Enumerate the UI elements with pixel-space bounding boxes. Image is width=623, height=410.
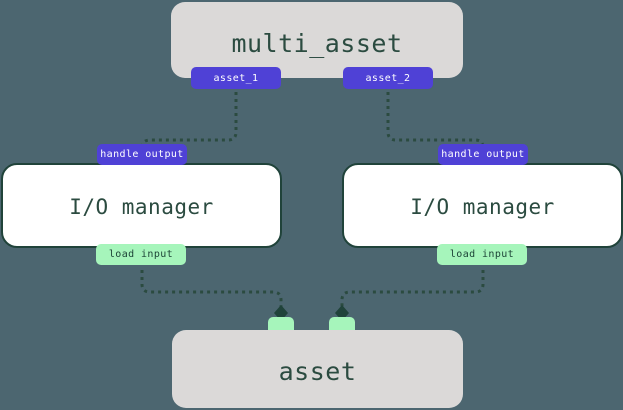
io-manager-left-handle-output-label: handle output xyxy=(100,149,184,160)
output-port-asset-1[interactable]: asset_1 xyxy=(191,67,281,89)
io-manager-right-handle-output-port[interactable]: handle output xyxy=(438,144,528,165)
multi-asset-title: multi_asset xyxy=(231,29,403,58)
io-manager-left-title: I/O manager xyxy=(69,195,214,219)
output-port-asset-2-label: asset_2 xyxy=(365,72,411,84)
output-port-asset-2[interactable]: asset_2 xyxy=(343,67,433,89)
io-manager-right-handle-output-label: handle output xyxy=(441,149,525,160)
io-manager-left-load-input-label: load input xyxy=(108,249,174,260)
io-manager-right-load-input-port[interactable]: load input xyxy=(437,244,527,265)
asset-title: asset xyxy=(278,357,357,386)
asset-group-box[interactable]: asset xyxy=(172,330,463,408)
edge-load-input-left-to-asset-input-1 xyxy=(140,270,283,312)
io-manager-left-handle-output-port[interactable]: handle output xyxy=(97,144,187,165)
io-manager-right-load-input-label: load input xyxy=(449,249,515,260)
io-manager-left-load-input-port[interactable]: load input xyxy=(96,244,186,265)
output-port-asset-1-label: asset_1 xyxy=(213,72,259,84)
multi-asset-group-box[interactable]: multi_asset xyxy=(171,2,463,78)
io-manager-right-title: I/O manager xyxy=(410,195,555,219)
edge-load-input-right-to-asset-input-2 xyxy=(340,270,485,312)
io-manager-left-box[interactable]: I/O manager xyxy=(1,163,282,248)
io-manager-right-box[interactable]: I/O manager xyxy=(342,163,623,248)
